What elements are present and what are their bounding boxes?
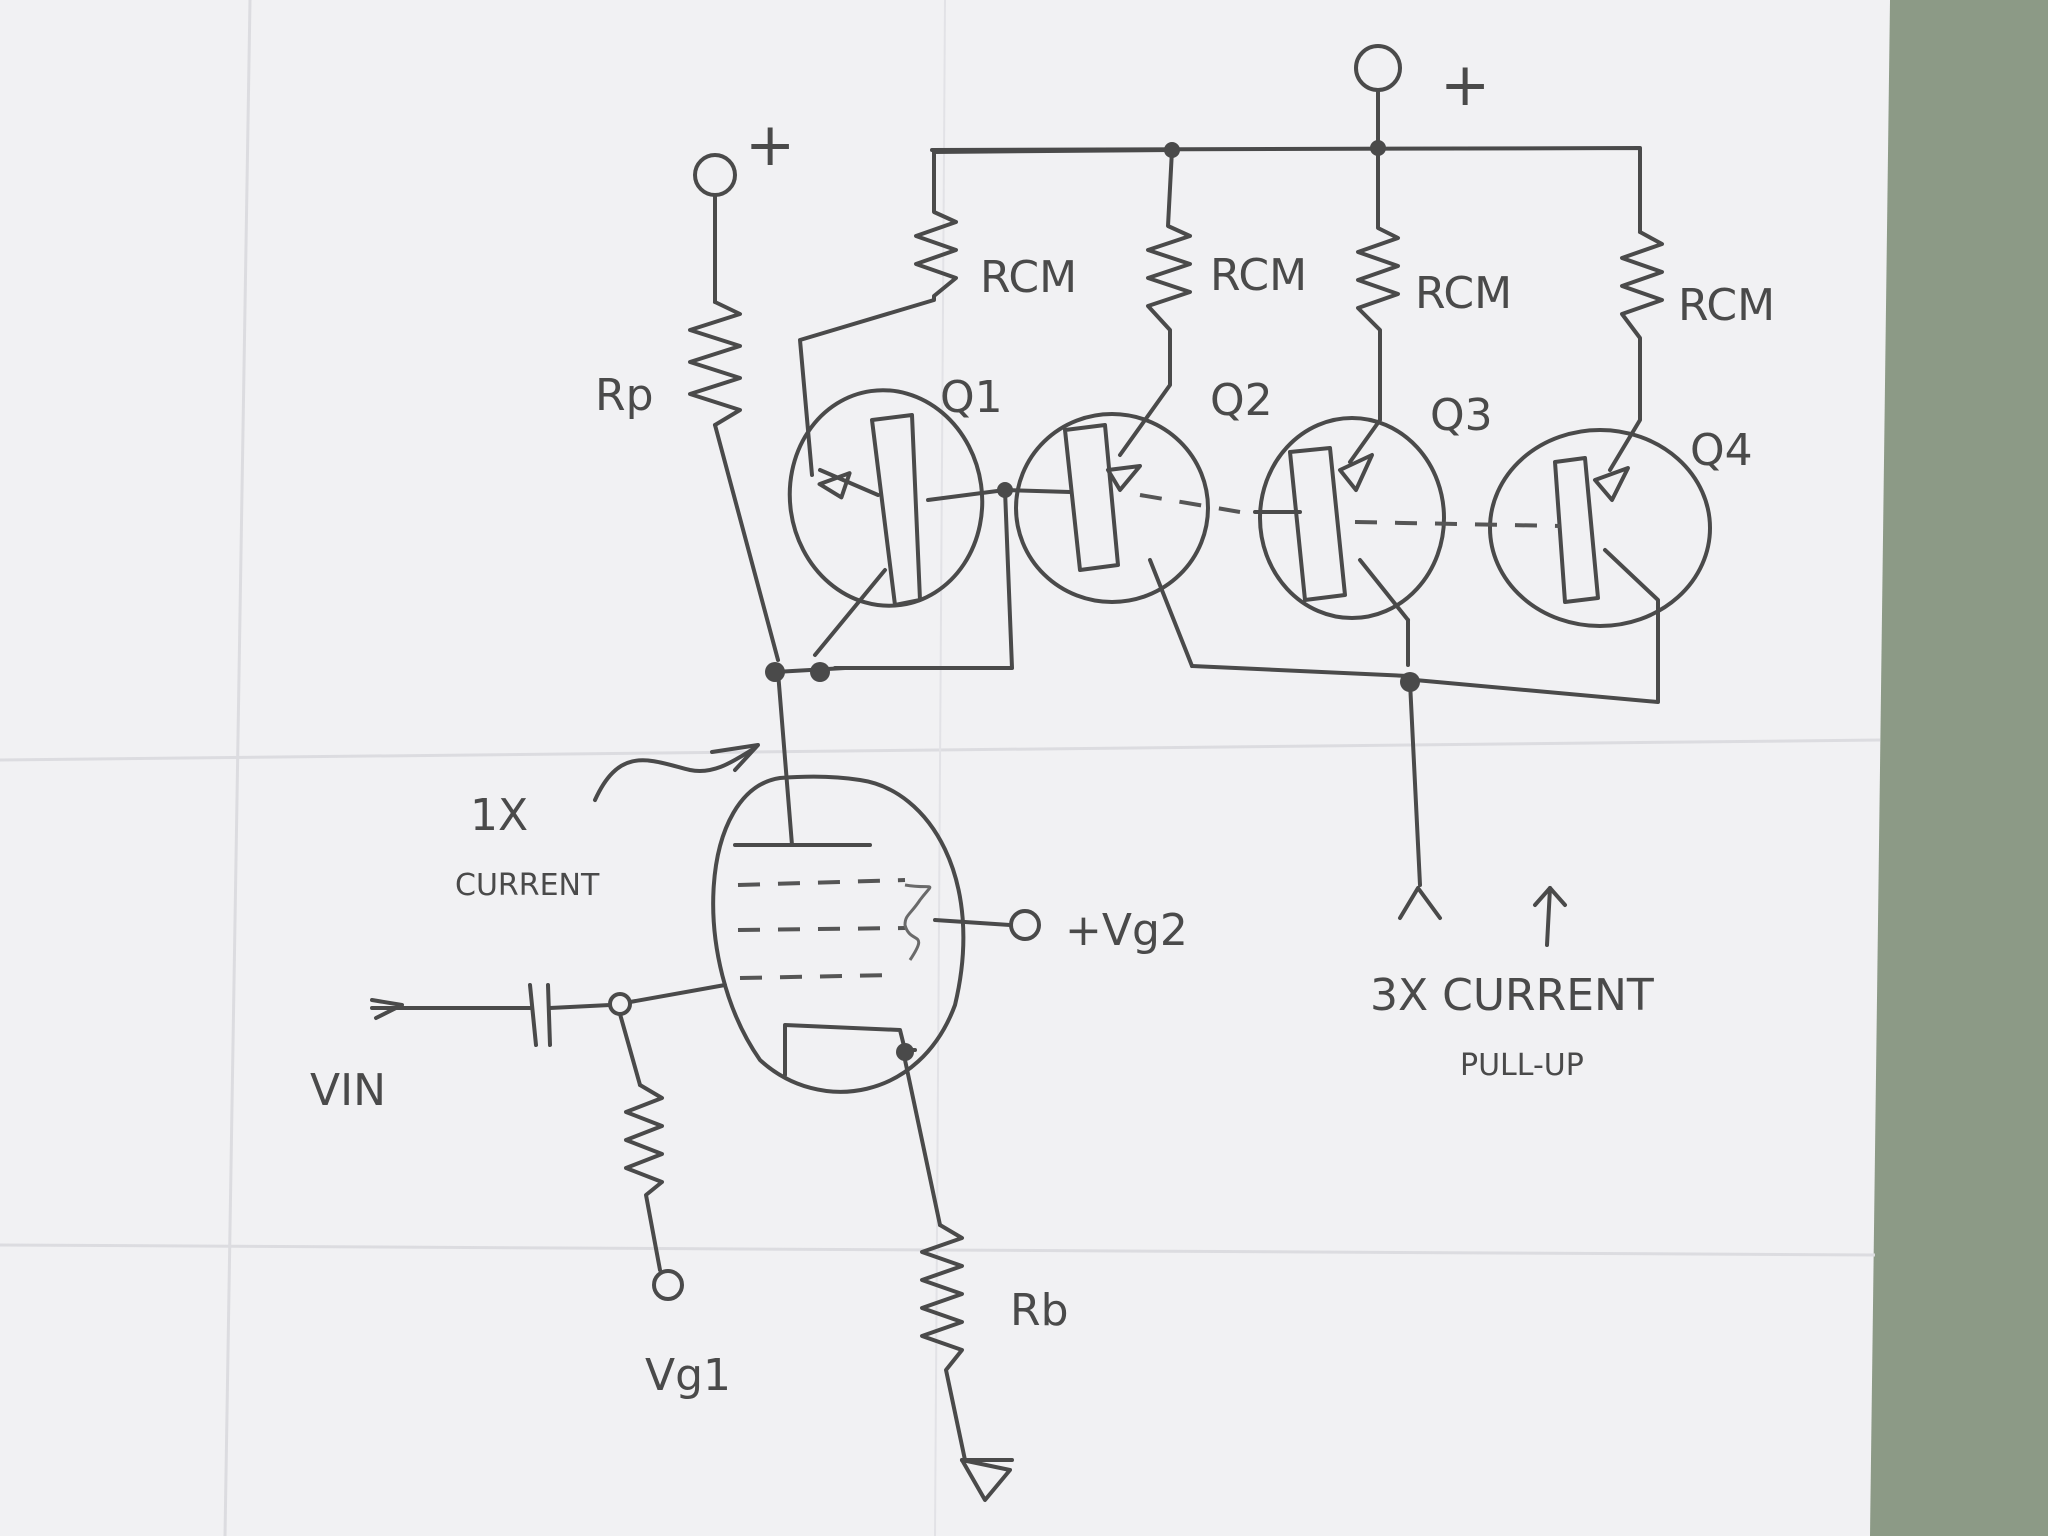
rcm-label-2: RCM [1210,250,1307,301]
vg1-label: Vg1 [645,1350,731,1401]
tube-cathode [783,1023,907,1077]
tube-control-grid [739,973,896,980]
coupling-capacitor [528,983,538,1047]
q1-label: Q1 [940,372,1003,423]
rcm-resistor-2 [1118,148,1192,457]
vg1-terminal [652,1269,684,1301]
rb-label: Rb [1010,1285,1069,1336]
base-link-dashed [1354,520,1561,528]
plate-load [688,153,780,662]
q2-label: Q2 [1210,375,1273,426]
current-1x-arrow [593,746,757,802]
current-3x-label: 3X CURRENT [1370,970,1654,1021]
base-link-dashed [1139,493,1241,514]
ground-symbol [960,1458,1012,1502]
transistor-q3 [1258,416,1446,667]
vg2-terminal [1009,909,1041,941]
current-3x-sublabel: PULL-UP [1460,1048,1584,1083]
junction-dot [896,1043,914,1061]
junction-dot [810,662,830,682]
vin-label: VIN [310,1065,386,1116]
transistor-q1 [787,388,985,657]
tube-suppressor-grid [737,878,906,887]
rb-resistor [920,1223,967,1462]
rp-resistor [688,300,742,427]
pentode-tube [711,670,1041,1094]
q4-label: Q4 [1690,425,1753,476]
base-link [926,488,1007,502]
paper-fold [223,0,252,1536]
rcm-resistor-1 [798,194,958,477]
tube-screen-grid [737,926,906,932]
rcm-label-3: RCM [1415,268,1512,319]
plus-label-left: + [745,110,795,180]
rcm-resistor-4 [1608,230,1664,472]
rcm-label-1: RCM [980,252,1077,303]
paper-sheet [0,0,1890,1536]
current-1x-sublabel: CURRENT [455,868,600,903]
rp-label: Rp [595,370,654,421]
q3-label: Q3 [1430,390,1493,441]
transistor-q4 [1413,428,1712,704]
rcm-label-4: RCM [1678,280,1775,331]
vg2-label: +Vg2 [1065,905,1188,956]
current-1x-label: 1X [470,790,528,841]
output-arrow [1398,886,1442,920]
vin-arrow [370,998,404,1020]
transistor-q2 [1014,412,1210,668]
rcm-resistor-3 [1348,146,1400,464]
grid-resistor [624,1083,664,1272]
plus-label-right: + [1440,50,1490,120]
